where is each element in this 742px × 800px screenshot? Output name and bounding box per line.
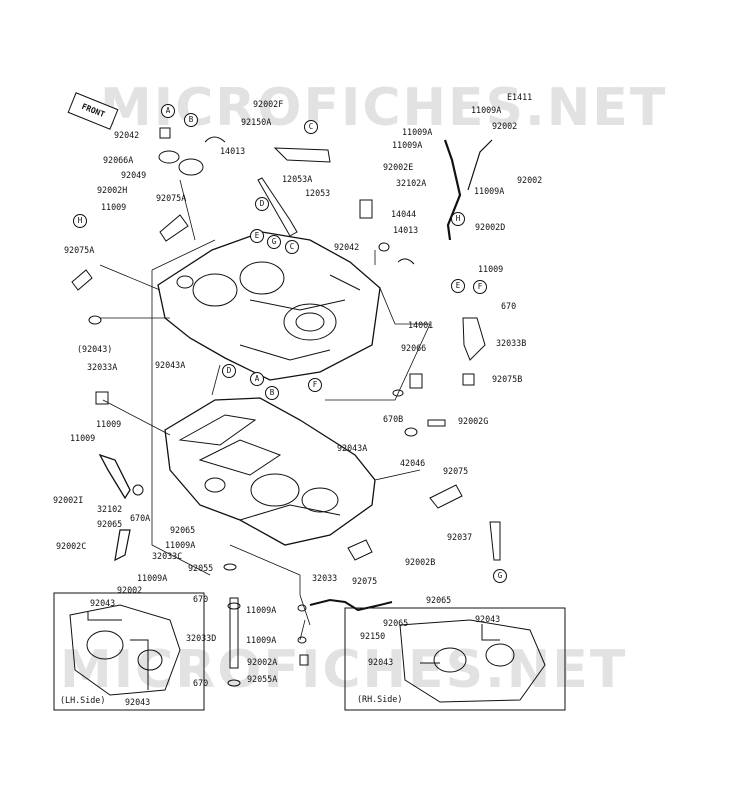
part-label: 32102 <box>97 504 123 514</box>
part-label: 92055 <box>188 563 214 573</box>
part-label: 32033D <box>186 633 217 643</box>
part-label: 11009A <box>246 605 277 615</box>
part-label: 92065 <box>97 519 123 529</box>
part-label: 92037 <box>447 532 473 542</box>
ref-marker-e: E <box>250 229 264 243</box>
watermark-text-bottom: MICROFICHES.NET <box>60 640 628 700</box>
inset-left-caption: (LH.Side) <box>60 695 106 705</box>
inset-boxes <box>53 592 566 711</box>
part-label: 92065 <box>383 618 409 628</box>
ref-marker-d: D <box>222 364 236 378</box>
part-label: 92055A <box>247 674 278 684</box>
part-label: 11009 <box>96 419 122 429</box>
ref-marker-f: F <box>473 280 487 294</box>
part-label: 670B <box>383 414 404 424</box>
leader-lines <box>99 179 431 641</box>
part-label: 14013 <box>393 225 419 235</box>
inset-right-caption: (RH.Side) <box>357 694 403 704</box>
part-label: 32033B <box>496 338 527 348</box>
ref-marker-c: C <box>285 240 299 254</box>
part-label: 92002 <box>117 585 143 595</box>
part-label: 11009A <box>246 635 277 645</box>
ref-marker-h: H <box>73 214 87 228</box>
ref-marker-g: G <box>493 569 507 583</box>
part-label: 92002F <box>253 99 284 109</box>
part-label: 92002H <box>97 185 128 195</box>
part-label: 92150A <box>241 117 272 127</box>
part-label: 32033 <box>312 573 338 583</box>
part-label: 92043A <box>155 360 186 370</box>
part-label: 14001 <box>408 320 434 330</box>
part-label: 92043 <box>475 614 501 624</box>
part-label: 11009A <box>471 105 502 115</box>
part-label: 12053A <box>282 174 313 184</box>
part-label: 14013 <box>220 146 246 156</box>
ref-marker-b: B <box>184 113 198 127</box>
part-label: 670A <box>130 513 151 523</box>
part-label: 92042 <box>114 130 140 140</box>
part-label: 92150 <box>360 631 386 641</box>
part-label: 92042 <box>334 242 360 252</box>
part-label: 670 <box>193 678 209 688</box>
part-label: 11009A <box>392 140 423 150</box>
ref-marker-f: F <box>308 378 322 392</box>
upper-crankcase <box>157 231 381 381</box>
part-label: 92075A <box>64 245 95 255</box>
ref-marker-b: B <box>265 386 279 400</box>
part-label: 14044 <box>391 209 417 219</box>
ref-marker-h: H <box>451 212 465 226</box>
part-label: 92066 <box>401 343 427 353</box>
part-label: 42046 <box>400 458 426 468</box>
ref-marker-c: C <box>304 120 318 134</box>
part-label: 11009A <box>402 127 433 137</box>
part-label: 92002I <box>53 495 84 505</box>
part-label: 92075 <box>352 576 378 586</box>
ref-marker-g: G <box>267 235 281 249</box>
part-label: 92043 <box>90 598 116 608</box>
part-label: 12053 <box>305 188 331 198</box>
part-label: 11009 <box>70 433 96 443</box>
lower-crankcase <box>164 397 376 546</box>
part-label: 11009 <box>101 202 127 212</box>
part-label: 92002 <box>492 121 518 131</box>
part-label: 11009A <box>474 186 505 196</box>
part-label: 11009A <box>137 573 168 583</box>
part-label: (92043) <box>77 344 113 354</box>
part-label: 11009 <box>478 264 504 274</box>
part-label: 32033A <box>87 362 118 372</box>
part-label: 92043 <box>368 657 394 667</box>
watermark-text-top: MICROFICHES.NET <box>100 78 668 138</box>
part-label: 92002A <box>247 657 278 667</box>
part-label: 92043 <box>125 697 151 707</box>
part-label: 92002 <box>517 175 543 185</box>
part-label: 92002C <box>56 541 87 551</box>
part-label: 92075A <box>156 193 187 203</box>
ref-marker-a: A <box>161 104 175 118</box>
part-label: 92065 <box>170 525 196 535</box>
part-label: 92075 <box>443 466 469 476</box>
ref-marker-a: A <box>250 372 264 386</box>
part-label: 670 <box>193 594 209 604</box>
part-label: 11009A <box>165 540 196 550</box>
part-label: 32102A <box>396 178 427 188</box>
ref-marker-d: D <box>255 197 269 211</box>
part-label: 92002B <box>405 557 436 567</box>
small-parts <box>71 127 501 687</box>
part-label: 92002G <box>458 416 489 426</box>
part-label: 92002D <box>475 222 506 232</box>
part-label: 670 <box>501 301 517 311</box>
part-label: 92066A <box>103 155 134 165</box>
part-label: 92065 <box>426 595 452 605</box>
diagram-code: E1411 <box>507 92 533 102</box>
ref-marker-e: E <box>451 279 465 293</box>
part-label: 92002E <box>383 162 414 172</box>
part-label: 92049 <box>121 170 147 180</box>
part-label: 92043A <box>337 443 368 453</box>
part-label: 92075B <box>492 374 523 384</box>
part-label: 32033C <box>152 551 183 561</box>
